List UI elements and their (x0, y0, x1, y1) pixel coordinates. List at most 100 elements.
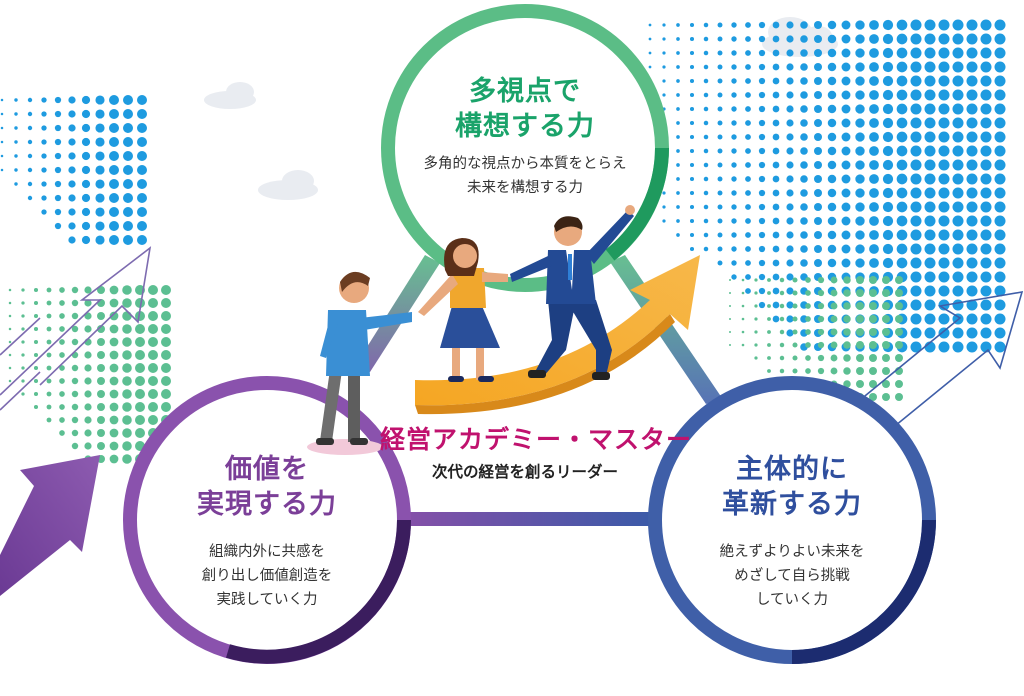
dot (758, 35, 766, 43)
dot (46, 300, 52, 306)
dot (813, 174, 823, 184)
dot (703, 232, 709, 238)
dot (966, 327, 978, 339)
dot (910, 61, 922, 73)
dot (95, 193, 105, 203)
dot (882, 229, 894, 241)
dot (792, 355, 798, 361)
dot (800, 231, 808, 239)
dot (122, 298, 132, 308)
dot (717, 162, 723, 168)
dot (81, 179, 91, 189)
dot (895, 341, 903, 349)
dot (994, 229, 1006, 241)
dot (676, 191, 680, 195)
dot (786, 301, 794, 309)
dot (161, 350, 171, 360)
dot (84, 416, 92, 424)
dot (830, 302, 838, 310)
dot (731, 274, 737, 280)
dot (59, 365, 65, 371)
dot (966, 117, 978, 129)
dot (952, 103, 964, 115)
dot (27, 195, 33, 201)
dot (758, 49, 766, 57)
dot (148, 311, 158, 321)
dot (81, 207, 91, 217)
dot (855, 188, 865, 198)
dot (676, 149, 680, 153)
dot (910, 117, 922, 129)
dot (84, 364, 92, 372)
dot (841, 118, 851, 128)
dot (8, 314, 12, 318)
dot (758, 161, 766, 169)
dot (966, 243, 978, 255)
dot (772, 175, 780, 183)
dot (980, 103, 992, 115)
dot (758, 203, 766, 211)
dot (895, 393, 903, 401)
dot (81, 193, 91, 203)
dot (938, 201, 950, 213)
dot (869, 216, 879, 226)
right-title-line1: 主体的に (736, 454, 848, 485)
dot (8, 327, 12, 331)
dot (46, 404, 52, 410)
dot (109, 298, 119, 308)
dot (122, 350, 132, 360)
dot (895, 328, 903, 336)
dot (980, 75, 992, 87)
dot (772, 49, 780, 57)
dot (952, 299, 964, 311)
dot (966, 89, 978, 101)
dot (966, 131, 978, 143)
dot (924, 159, 936, 171)
dot (122, 428, 132, 438)
dot (689, 218, 695, 224)
dot (703, 106, 709, 112)
dot (952, 33, 964, 45)
dot (827, 202, 837, 212)
dot (938, 341, 950, 353)
dot (800, 91, 808, 99)
dot (109, 454, 119, 464)
dot (772, 315, 780, 323)
dot (869, 328, 877, 336)
dot (779, 368, 785, 374)
dot (123, 123, 133, 133)
dot (717, 50, 723, 56)
dot (703, 120, 709, 126)
dot (754, 356, 758, 360)
dot (59, 430, 65, 436)
dot (148, 350, 158, 360)
person-woman-icon (418, 238, 508, 382)
dot (772, 287, 780, 295)
dot (827, 104, 837, 114)
dot (767, 291, 771, 295)
dot (772, 77, 780, 85)
dot (896, 131, 908, 143)
dot (41, 139, 47, 145)
dot (805, 316, 811, 322)
dot (123, 165, 133, 175)
dot (895, 380, 903, 388)
dot (952, 61, 964, 73)
dot (896, 229, 908, 241)
dot (148, 324, 158, 334)
dot (827, 188, 837, 198)
dot (68, 166, 76, 174)
dot (966, 159, 978, 171)
dot (869, 34, 879, 44)
dot (71, 325, 79, 333)
dot (97, 351, 105, 359)
dot (827, 76, 837, 86)
dot (994, 173, 1006, 185)
dot (966, 47, 978, 59)
dot (33, 365, 39, 371)
dot (966, 173, 978, 185)
dot (813, 34, 823, 44)
dot (786, 245, 794, 253)
dot (952, 47, 964, 59)
dot (882, 354, 890, 362)
